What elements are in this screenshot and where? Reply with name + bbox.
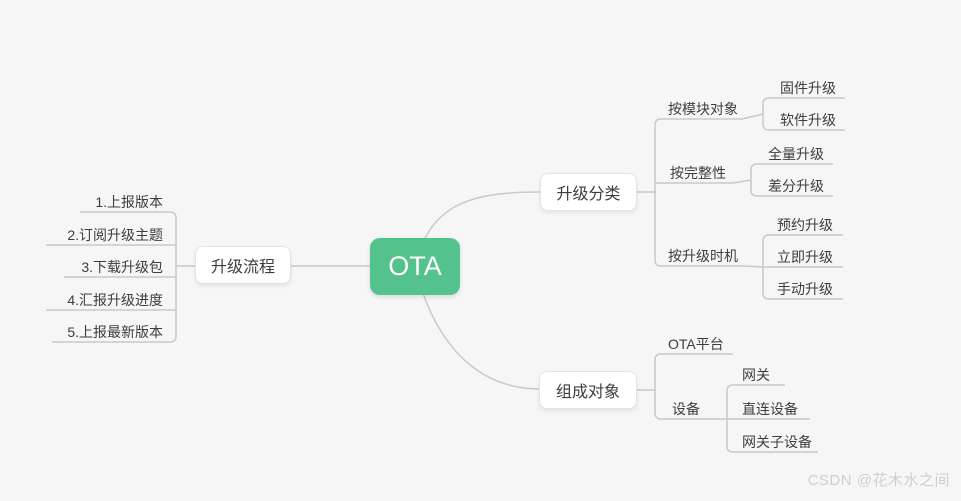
node-ota-root[interactable]: OTA	[370, 238, 460, 295]
node-by-integrity[interactable]: 按完整性	[670, 165, 726, 181]
node-direct-device[interactable]: 直连设备	[742, 401, 798, 417]
node-by-timing[interactable]: 按升级时机	[668, 248, 738, 264]
csdn-watermark: CSDN @花木水之间	[807, 472, 950, 489]
node-diff-upgrade[interactable]: 差分升级	[768, 178, 824, 194]
node-step-download-package[interactable]: 3.下载升级包	[81, 259, 163, 275]
node-step-report-progress[interactable]: 4.汇报升级进度	[67, 292, 163, 308]
node-full-upgrade[interactable]: 全量升级	[768, 146, 824, 162]
node-upgrade-category[interactable]: 升级分类	[540, 173, 637, 211]
node-gateway[interactable]: 网关	[742, 367, 770, 383]
node-ota-platform[interactable]: OTA平台	[668, 336, 724, 352]
node-step-report-latest[interactable]: 5.上报最新版本	[67, 324, 163, 340]
node-immediate-upgrade[interactable]: 立即升级	[777, 249, 833, 265]
node-scheduled-upgrade[interactable]: 预约升级	[777, 217, 833, 233]
node-gateway-sub-device[interactable]: 网关子设备	[742, 434, 812, 450]
node-device[interactable]: 设备	[672, 401, 700, 417]
node-step-report-version[interactable]: 1.上报版本	[95, 194, 163, 210]
node-composition[interactable]: 组成对象	[539, 371, 637, 409]
node-upgrade-process[interactable]: 升级流程	[195, 246, 291, 284]
node-software-upgrade[interactable]: 软件升级	[780, 112, 836, 128]
node-firmware-upgrade[interactable]: 固件升级	[780, 80, 836, 96]
node-step-subscribe-topic[interactable]: 2.订阅升级主题	[67, 227, 163, 243]
node-by-module[interactable]: 按模块对象	[668, 101, 738, 117]
node-manual-upgrade[interactable]: 手动升级	[777, 281, 833, 297]
